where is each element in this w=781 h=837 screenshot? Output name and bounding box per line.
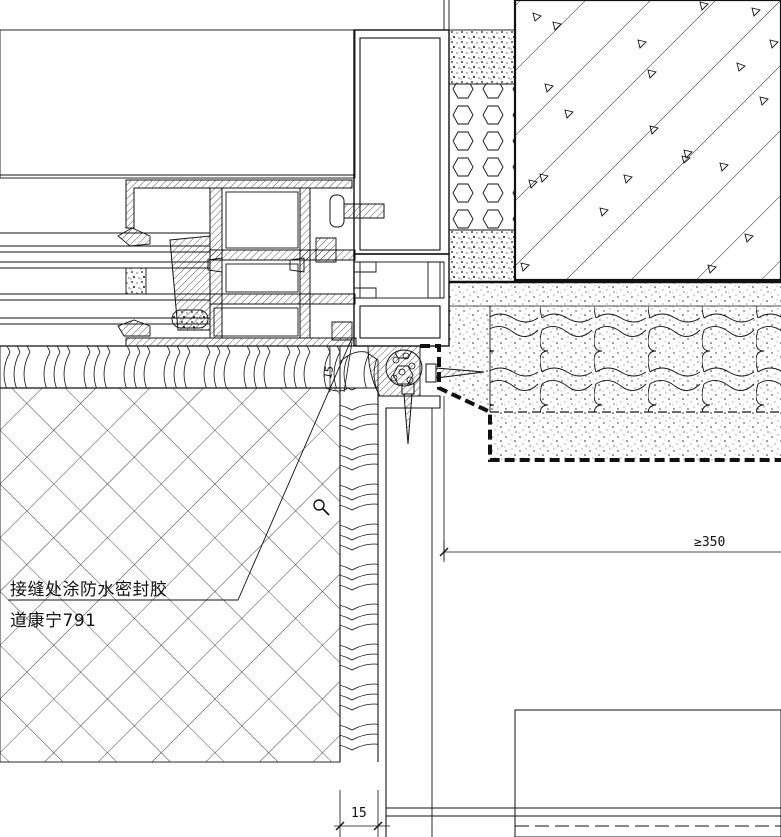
dimension-label-15: 15	[351, 806, 367, 821]
sealant-note-line1: 接缝处涂防水密封胶	[10, 580, 168, 600]
dimension-label-350: ≥350	[694, 535, 726, 550]
magnifier-icon[interactable]	[311, 497, 331, 517]
anchor-screw-vertical	[401, 383, 415, 445]
dimension-line-350	[439, 540, 781, 562]
angle-label: 15	[321, 364, 337, 381]
sealant-joint	[367, 345, 423, 397]
mortar-bed	[449, 280, 781, 460]
interior-wall-finish	[0, 387, 341, 763]
anchor-screw-horizontal	[425, 363, 485, 383]
concrete-wall	[513, 0, 781, 282]
window-frame	[0, 29, 450, 347]
sealant-note-line2: 道康宁791	[10, 611, 97, 631]
infill-column	[443, 0, 516, 283]
dimension-line-15	[334, 790, 390, 837]
note-leader	[8, 337, 353, 601]
angle-dimension	[325, 341, 353, 393]
reveal-trim	[378, 395, 781, 837]
